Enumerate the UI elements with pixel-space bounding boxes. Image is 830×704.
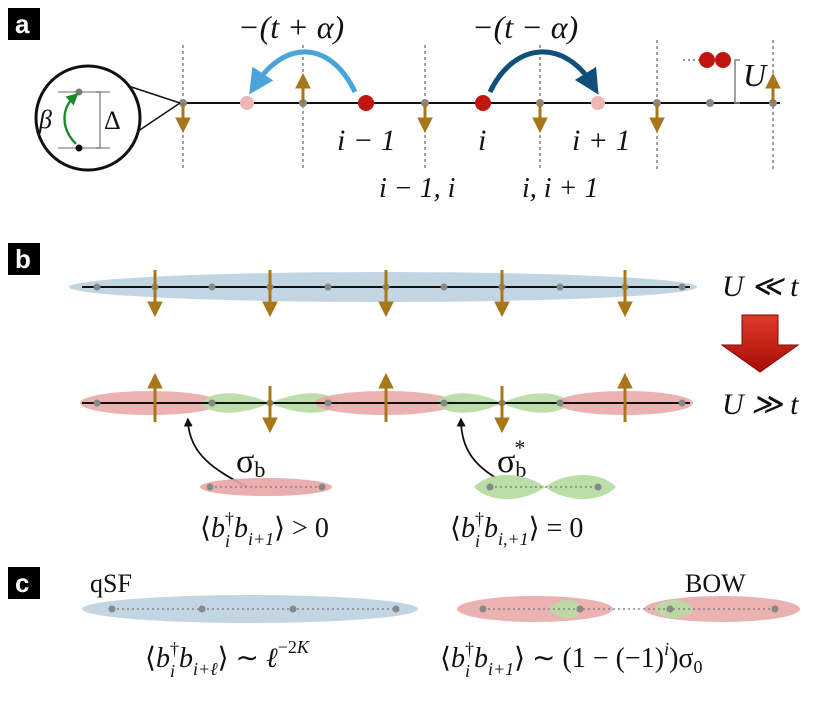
- spin-arrows-b-bottom: [147, 372, 633, 434]
- sigma-bonding-label: σb: [236, 443, 265, 482]
- hop-arrow-right: [487, 49, 599, 95]
- transition-down-arrow: [720, 314, 800, 373]
- label-site-i-plus-1: i + 1: [572, 124, 631, 157]
- site-dots-b-top: [93, 283, 686, 291]
- hop-arrow-left: [249, 49, 358, 95]
- inset-state-lower: [75, 144, 83, 152]
- pair-particle-1: [699, 52, 715, 68]
- u-bracket: [734, 59, 740, 104]
- phase-qsf-label: qSF: [90, 569, 132, 598]
- bonding-site-1: [206, 483, 214, 491]
- panel-c-label-box: [8, 567, 40, 599]
- antibonding-site-1: [486, 483, 494, 491]
- inset-delta-label: Δ: [104, 106, 121, 135]
- regime-weak-label: U ≪ t: [722, 270, 799, 303]
- corr-qsf: ⟨bi†bi+ℓ⟩ ∼ ℓ−2K: [145, 637, 310, 681]
- phase-bow-label: BOW: [685, 569, 746, 598]
- panel-a-label: a: [15, 9, 30, 39]
- corr-antibonding: ⟨bi†bi,+1⟩ = 0: [450, 509, 583, 551]
- regime-strong-label: U ≫ t: [722, 388, 799, 421]
- label-interaction-u: U: [743, 57, 768, 93]
- panel-c: c qSF BOW ⟨bi†bi+ℓ⟩ ∼ ℓ−2K ⟨bi†bi+1⟩ ∼ (…: [8, 567, 800, 681]
- pointer-antibonding: [456, 417, 497, 479]
- inset-transition-arrow: [63, 92, 79, 145]
- sigma-antibonding-label: σb*: [497, 435, 526, 482]
- corr-bow: ⟨bi†bi+1⟩ ∼ (1 − (−1)i)σ0: [440, 639, 703, 681]
- label-link-i-i-plus-1: i, i + 1: [522, 173, 598, 204]
- hop-label-left: −(t + α): [238, 9, 344, 45]
- site-dots-b-bottom: [93, 399, 686, 407]
- panel-c-label: c: [15, 568, 29, 598]
- qsf-cloud: [82, 595, 418, 623]
- bonding-site-2: [318, 483, 326, 491]
- pair-particle-2: [715, 52, 731, 68]
- hop-label-right: −(t − α): [472, 9, 578, 45]
- antibonding-site-2: [594, 483, 602, 491]
- panel-b: b U ≪ t: [8, 243, 800, 551]
- ghost-particle-right: [591, 96, 605, 110]
- label-site-i-minus-1: i − 1: [337, 124, 396, 157]
- panel-b-label-box: [8, 243, 40, 275]
- inset-state-upper: [75, 88, 83, 96]
- spin-arrows-a: [175, 72, 781, 134]
- spin-arrows-b-top: [147, 270, 633, 318]
- panel-a-label-box: [8, 8, 40, 40]
- qsf-sites: [108, 605, 400, 613]
- bow-sites: [479, 605, 779, 613]
- ghost-particle-left: [240, 96, 254, 110]
- particle-i: [475, 95, 491, 111]
- panel-a: a: [8, 8, 781, 204]
- panel-b-label: b: [15, 244, 31, 274]
- particle-i-minus-1: [358, 95, 374, 111]
- label-site-i: i: [478, 124, 486, 157]
- inset-delta-bracket: [96, 91, 101, 149]
- corr-bonding: ⟨bi†bi+1⟩ > 0: [200, 509, 329, 551]
- inset-beta-label: β: [38, 105, 52, 134]
- label-link-i-minus-1-i: i − 1, i: [379, 173, 455, 204]
